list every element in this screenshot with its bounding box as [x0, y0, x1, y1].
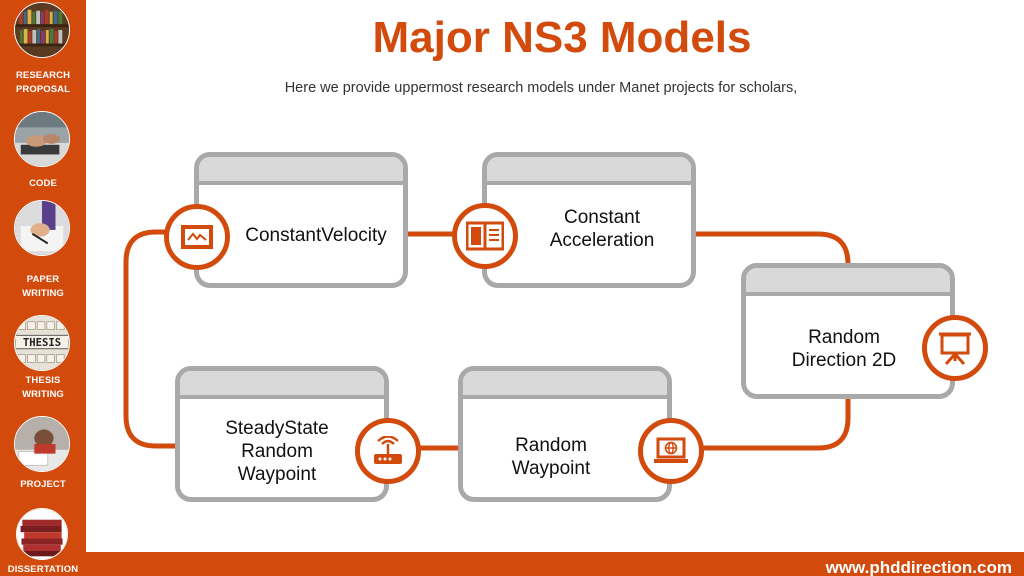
model-card-constant-acceleration[interactable]: Constant Acceleration — [482, 152, 696, 288]
laptop-globe-icon — [638, 418, 704, 484]
sidebar-item-label: CODE — [29, 178, 57, 189]
router-icon — [355, 418, 421, 484]
tablet-icon — [164, 204, 230, 270]
card-header — [463, 371, 667, 399]
presentation-board-icon — [922, 315, 988, 381]
bookshelf-icon — [14, 2, 70, 58]
sidebar-item-research-proposal[interactable]: RESEARCH PROPOSAL — [0, 0, 86, 100]
model-label: ConstantVelocity — [245, 225, 387, 246]
model-card-constant-velocity[interactable]: ConstantVelocity — [194, 152, 408, 288]
study-desk-icon — [14, 416, 70, 472]
model-label: Random Waypoint — [511, 435, 591, 479]
model-label: SteadyState Random Waypoint — [225, 418, 329, 485]
thesis-letters-icon: THESIS — [14, 315, 70, 371]
sidebar-item-code[interactable]: CODE — [0, 108, 86, 194]
model-label: Random Direction 2D — [791, 327, 897, 371]
sidebar-item-paper-writing[interactable]: PAPER WRITING — [0, 196, 86, 304]
sidebar-item-label: RESEARCH PROPOSAL — [15, 70, 71, 95]
sidebar-item-project[interactable]: PROJECT — [0, 414, 86, 500]
sidebar-item-dissertation[interactable]: DISSERTATION — [0, 506, 86, 576]
page-title: Major NS3 Models — [372, 13, 752, 62]
sidebar: RESEARCH PROPOSAL CODE PAPER WRITING THE… — [0, 0, 86, 576]
model-card-steadystate-random-waypoint[interactable]: SteadyState Random Waypoint — [175, 366, 389, 502]
model-card-random-waypoint[interactable]: Random Waypoint — [458, 366, 672, 502]
model-card-random-direction-2d[interactable]: Random Direction 2D — [741, 263, 955, 399]
sidebar-item-label: PAPER WRITING — [22, 274, 64, 299]
svg-text:THESIS: THESIS — [23, 337, 61, 349]
connector-steadystate-to-constantvelocity — [123, 229, 196, 449]
page-subtitle: Here we provide uppermost research model… — [284, 80, 798, 96]
website-link[interactable]: www.phddirection.com — [825, 558, 1012, 576]
book-stack-icon — [16, 508, 68, 560]
card-header — [180, 371, 384, 399]
sidebar-item-label: PROJECT — [20, 479, 66, 490]
typing-hands-icon — [14, 111, 70, 167]
sidebar-item-label: DISSERTATION — [7, 564, 79, 575]
footer-bar: www.phddirection.com — [86, 552, 1024, 576]
pen-writing-icon — [14, 200, 70, 256]
open-book-icon — [452, 203, 518, 269]
card-header — [487, 157, 691, 185]
card-header — [746, 268, 950, 296]
sidebar-item-thesis-writing[interactable]: THESIS THESIS WRITING — [0, 312, 86, 408]
model-label: Constant Acceleration — [549, 207, 655, 251]
connector-randomdirection-to-randomwaypoint — [702, 396, 851, 451]
card-header — [199, 157, 403, 185]
sidebar-item-label: THESIS WRITING — [22, 375, 64, 400]
